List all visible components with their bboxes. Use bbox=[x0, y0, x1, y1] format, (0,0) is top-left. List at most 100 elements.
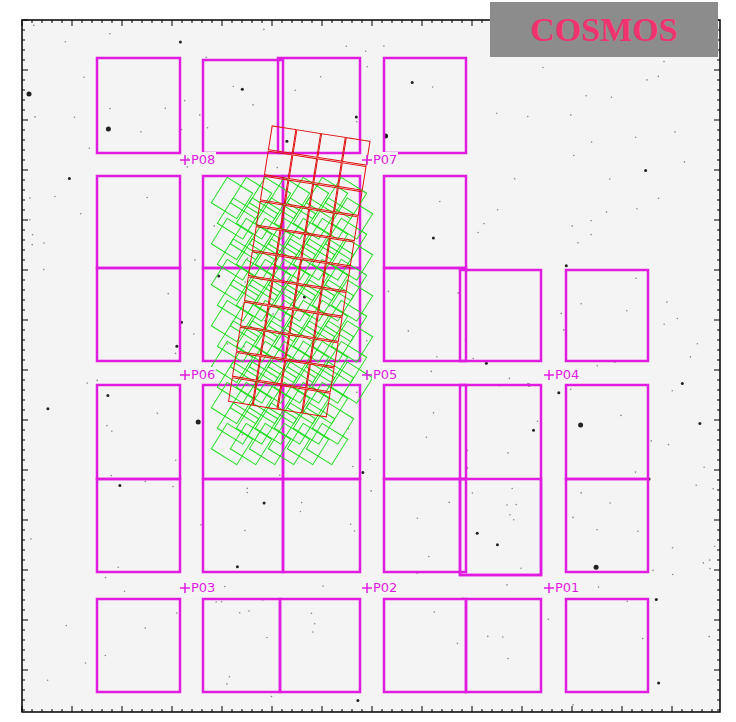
tick bbox=[662, 709, 663, 712]
tick bbox=[522, 706, 523, 712]
tick bbox=[22, 570, 28, 571]
star bbox=[606, 211, 608, 213]
footprint-tile bbox=[325, 300, 366, 341]
star bbox=[175, 459, 177, 461]
star bbox=[635, 471, 637, 473]
tick bbox=[22, 500, 25, 501]
star bbox=[54, 196, 56, 198]
star bbox=[239, 612, 241, 614]
pointing-square bbox=[460, 385, 541, 575]
tick bbox=[22, 670, 28, 671]
pointing-square bbox=[203, 599, 280, 692]
star bbox=[636, 208, 638, 210]
star bbox=[47, 680, 49, 682]
pointing-square bbox=[460, 270, 541, 361]
star bbox=[590, 234, 592, 236]
tick bbox=[562, 709, 563, 712]
star bbox=[408, 330, 410, 332]
star bbox=[709, 568, 711, 570]
tick bbox=[717, 260, 720, 261]
star bbox=[644, 169, 647, 172]
tick bbox=[102, 709, 103, 712]
star bbox=[369, 459, 371, 461]
star bbox=[388, 291, 390, 293]
footprint-tile bbox=[307, 364, 334, 391]
star bbox=[352, 466, 354, 468]
star bbox=[263, 502, 266, 505]
star bbox=[548, 619, 550, 621]
star bbox=[677, 318, 679, 320]
tick bbox=[352, 20, 353, 23]
tick bbox=[22, 690, 25, 691]
footprint-tile bbox=[281, 205, 308, 232]
tick bbox=[717, 610, 720, 611]
tick bbox=[402, 20, 403, 23]
star bbox=[33, 25, 35, 27]
star bbox=[573, 155, 575, 157]
tick bbox=[717, 300, 720, 301]
tick bbox=[717, 290, 720, 291]
tick bbox=[62, 709, 63, 712]
tick bbox=[482, 20, 483, 23]
tick bbox=[22, 190, 25, 191]
tick bbox=[282, 709, 283, 712]
tick bbox=[122, 20, 123, 26]
footprint-tile bbox=[325, 341, 366, 382]
tick bbox=[402, 709, 403, 712]
tick bbox=[332, 20, 333, 23]
tick bbox=[22, 220, 28, 221]
footprint-tile bbox=[290, 310, 317, 337]
footprint-tile bbox=[253, 382, 280, 409]
star bbox=[703, 467, 705, 469]
tick bbox=[182, 709, 183, 712]
star bbox=[684, 161, 686, 163]
tick bbox=[22, 330, 25, 331]
pointing-square bbox=[566, 270, 648, 361]
star bbox=[196, 420, 201, 425]
tick bbox=[212, 20, 213, 23]
tick bbox=[717, 400, 720, 401]
star bbox=[247, 258, 249, 260]
star bbox=[611, 97, 613, 99]
tick bbox=[502, 709, 503, 712]
star bbox=[527, 116, 529, 118]
star bbox=[709, 636, 711, 638]
tick bbox=[32, 20, 33, 23]
star bbox=[89, 147, 91, 149]
star bbox=[668, 444, 670, 446]
star bbox=[117, 566, 119, 568]
star bbox=[681, 382, 684, 385]
tick bbox=[717, 100, 720, 101]
tick bbox=[212, 709, 213, 712]
footprint-tile bbox=[298, 260, 325, 287]
tick bbox=[132, 20, 133, 23]
tick bbox=[112, 20, 113, 23]
star bbox=[563, 329, 565, 331]
tick bbox=[22, 30, 25, 31]
star-field bbox=[27, 25, 716, 706]
tick bbox=[717, 700, 720, 701]
tick bbox=[22, 480, 25, 481]
centre-marker bbox=[184, 583, 186, 593]
pointing-square bbox=[384, 58, 466, 153]
tick bbox=[22, 540, 25, 541]
tick bbox=[432, 709, 433, 712]
tick bbox=[717, 710, 720, 711]
star bbox=[244, 530, 246, 532]
star bbox=[703, 562, 705, 564]
star bbox=[172, 486, 174, 488]
tick bbox=[717, 180, 720, 181]
tick bbox=[714, 620, 720, 621]
tick bbox=[22, 370, 28, 371]
tick bbox=[152, 20, 153, 23]
tick bbox=[242, 20, 243, 23]
tick bbox=[22, 280, 25, 281]
tick bbox=[72, 20, 73, 26]
pointing-square bbox=[466, 599, 541, 692]
star bbox=[557, 391, 560, 394]
star bbox=[367, 66, 369, 68]
star bbox=[229, 676, 231, 678]
tick bbox=[717, 250, 720, 251]
footprint-tile bbox=[289, 155, 316, 182]
footprint-tile bbox=[343, 138, 370, 165]
